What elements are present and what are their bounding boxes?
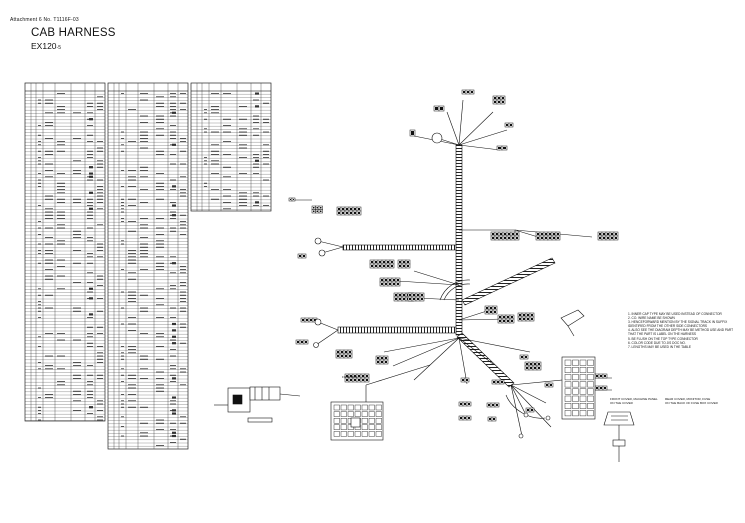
model-name: EX120 [31,41,57,51]
notes-block: 1. INNER CAP TYPE MAY BE USED INSTEAD OF… [628,312,740,349]
connector [597,231,619,241]
note-line: 7. LENGTHS MAY BE USED IN THE TABLE [628,344,691,349]
caption-rear-cover: REAR COVER, MONITOR, FUSE ON THE BACK OF… [665,397,718,405]
wire-table [24,82,106,422]
connector [300,317,318,323]
connector [524,361,542,371]
fuse-cells [333,359,594,437]
caption-fuse-box: FUSE BOX [342,375,358,379]
branch-wires [289,99,612,437]
connector [433,105,445,112]
wire-table [190,82,272,212]
connector [484,305,498,315]
model-label: EX120-5 [31,41,61,51]
note-line: 1. INNER CAP TYPE MAY BE USED INSTEAD OF… [628,312,722,316]
connector [409,129,416,137]
model-suffix: -5 [56,45,61,51]
connector [490,231,520,241]
connector [535,231,561,241]
plug-drawing [603,411,635,462]
connector [517,312,535,322]
note-line: 4. ALSO SEE THE DIAGRAM DEPTH MAY BE MET… [628,328,734,333]
note-line: 6. COLOR CODE DUE TO JIS DOC NO. [628,340,686,345]
connector [458,415,472,421]
connector [487,416,497,422]
round-parts [313,132,551,439]
note-line: 3. HENCEFORWARD MENTION BY THE SIGNAL TR… [628,320,728,325]
connector [492,95,506,105]
note-line: 5. BE FLUSH ON THE TOP TYPE CONNECTOR [628,336,698,341]
connector [458,401,472,407]
wire-tables [24,82,272,450]
connector [397,259,411,269]
connector [525,407,535,413]
wire-table [107,82,189,450]
small-part [560,309,585,337]
connector [344,373,370,383]
page-title: CAB HARNESS [31,27,116,39]
connector [460,377,470,383]
connector [504,122,514,128]
connector [297,253,307,259]
note-line: THAT THE PART IS LABEL ON THE HARNESS [628,332,697,337]
connector [288,197,296,202]
relay-bracket [214,386,301,423]
reference-number: Attachment 6 No. T1116F-03 [10,17,79,23]
harness-trunk [337,144,556,388]
connector [486,402,500,408]
connector [379,277,401,287]
connector [497,314,515,324]
connector [407,292,425,302]
connector [335,349,353,359]
connector [496,145,508,151]
connector [311,205,323,214]
connector [336,206,362,216]
note-line: IDENTIFIED FROM THE OTHER SIDE CONNECTOR… [628,324,708,329]
connectors [288,89,619,422]
connector [295,339,309,345]
connector [544,382,554,388]
note-line: 2. CO. WIRE NAME BE SHOWN [628,316,675,321]
caption-front-cover: FRONT COVER, MACHINE PANEL ON THE COVER [610,397,658,405]
connector [461,89,475,95]
connector [519,354,529,360]
connector [369,259,395,269]
connector [491,379,505,385]
connector [375,355,389,365]
